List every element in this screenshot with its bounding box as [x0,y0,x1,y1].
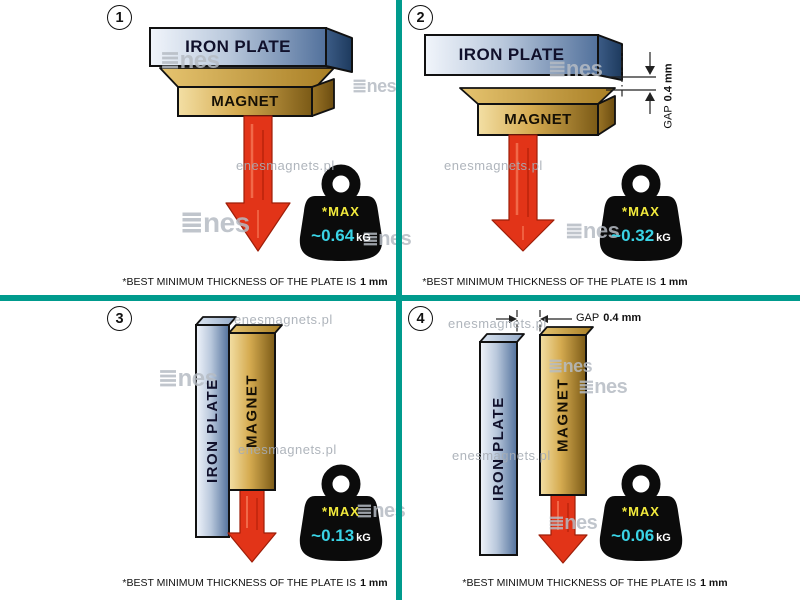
unit-label: kG [356,532,371,544]
iron-plate-shape [149,27,353,73]
pull-arrow-icon [225,115,291,252]
watermark-url: enesmagnets.pl [444,158,543,173]
gap-annotation: GAP 0.4 mm [658,46,680,146]
caption-bold: 1 mm [700,577,728,589]
magnet-shape [459,87,616,136]
panel-2: 2 IRON PLATE MAGNET GAP 0.4 mm *MAX ~0.32… [400,0,800,300]
vertical-divider [396,0,402,600]
watermark-url: enesmagnets.pl [452,448,551,463]
watermark-url: enesmagnets.pl [238,442,337,457]
enes-logo: ≣nes [180,207,250,238]
iron-plate-label: IRON PLATE [185,37,291,56]
weight-icon [599,164,683,261]
pull-arrow-icon [538,494,588,564]
caption-text: *BEST MINIMUM THICKNESS OF THE PLATE IS [122,577,357,589]
enes-logo: ≣nes [160,47,220,74]
magnet-shape [228,324,283,491]
pull-arrow-icon [491,134,555,252]
max-label: *MAX [622,504,660,519]
gap-label: GAP [576,312,600,324]
iron-plate-shape [424,34,623,81]
gap-label: GAP [663,105,675,129]
watermark-url: enesmagnets.pl [448,316,547,331]
enes-logo: ≣nes [548,356,593,376]
gap-value: 0.4 mm [603,312,642,324]
iron-plate-label: IRON PLATE [490,396,507,501]
caption-bold: 1 mm [360,276,388,288]
caption-bold: 1 mm [360,577,388,589]
caption-bold: 1 mm [660,276,688,288]
enes-logo: ≣nes [578,376,628,398]
panel-number-badge: 2 [408,5,433,30]
caption-text: *BEST MINIMUM THICKNESS OF THE PLATE IS [122,276,357,288]
max-value: ~0.32 [611,226,655,245]
iron-plate-shape [479,333,525,556]
panel-number-badge: 3 [107,306,132,331]
enes-logo: ≣nes [356,500,406,522]
unit-label: kG [356,232,371,244]
magnet-label: MAGNET [504,111,572,128]
panel4-graphic [479,310,683,564]
max-value: ~0.06 [611,526,655,545]
magnet-label: MAGNET [211,93,279,110]
watermark-url: enesmagnets.pl [236,158,335,173]
max-label: *MAX [322,204,360,219]
weight-icon [299,164,383,261]
max-value: ~0.64 [311,226,355,245]
enes-logo: ≣nes [565,218,620,243]
panel2-graphic [424,34,683,261]
max-label: *MAX [622,204,660,219]
enes-logo: ≣nes [352,76,397,96]
gap-value: 0.4 mm [663,63,675,102]
panel-number-badge: 1 [107,5,132,30]
unit-label: kG [656,232,671,244]
magnet-label: MAGNET [243,374,261,449]
gap-dimension-lines [606,46,656,114]
panel1-graphic [149,27,383,261]
magnet-label: MAGNET [554,378,572,452]
weight-icon [599,464,683,561]
iron-plate-label: IRON PLATE [204,378,221,484]
enes-logo: ≣nes [548,56,603,81]
magnet-shape [159,67,335,117]
watermark-url: enesmagnets.pl [234,312,333,327]
max-label: *MAX [322,504,360,519]
caption-text: *BEST MINIMUM THICKNESS OF THE PLATE IS [422,276,657,288]
panel-number-badge: 4 [408,306,433,331]
iron-plate-label: IRON PLATE [458,45,565,64]
caption-text: *BEST MINIMUM THICKNESS OF THE PLATE IS [462,577,697,589]
magnet-shape [539,326,594,496]
unit-label: kG [656,532,671,544]
weight-icon [299,464,383,561]
max-value: ~0.13 [311,526,355,545]
enes-logo: ≣nes [158,365,218,392]
pull-arrow-icon [227,489,277,563]
panel3-graphic [195,316,383,563]
enes-logo: ≣nes [548,512,598,534]
